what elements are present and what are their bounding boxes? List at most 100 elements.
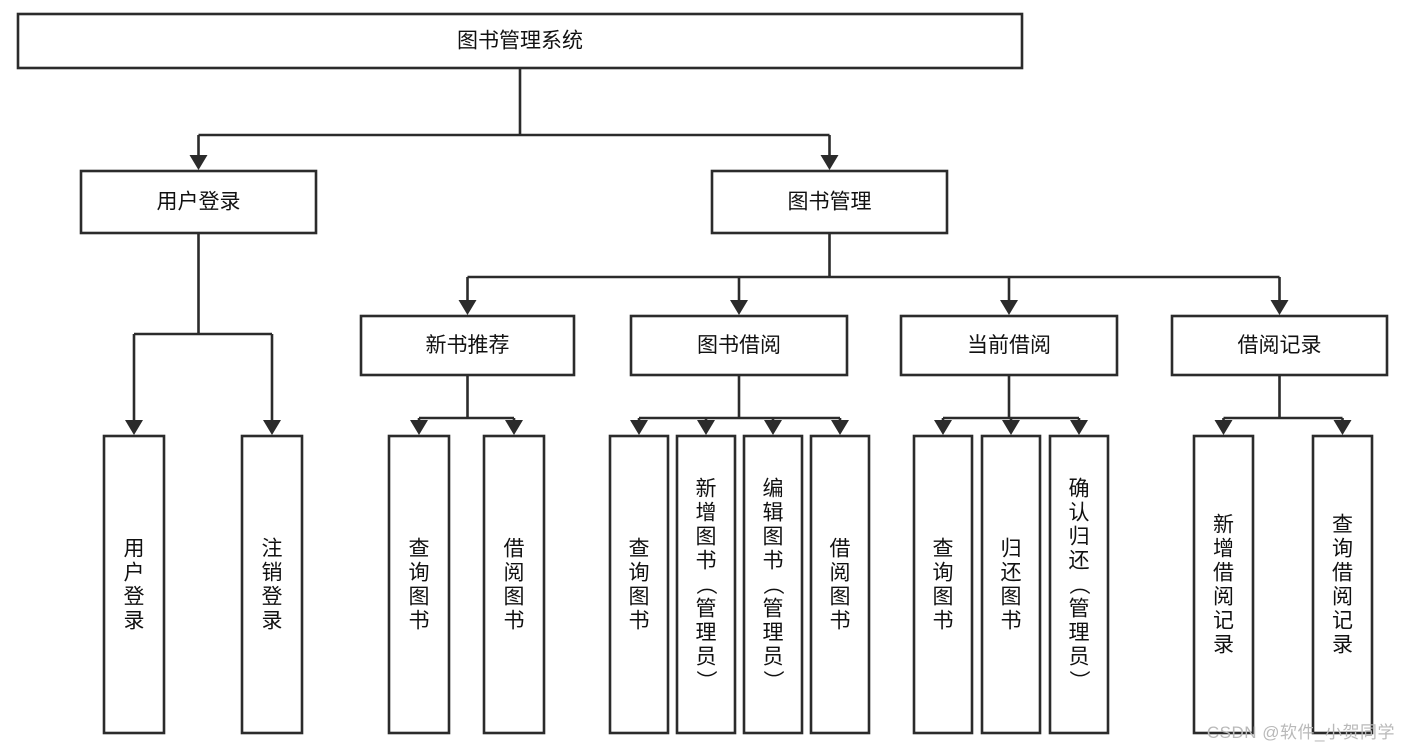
node-box-leaf-borrow-book-1: [482, 434, 546, 735]
node-box-leaf-borrow-book-2: [809, 434, 871, 735]
node-box-leaf-query-book-1: [387, 434, 451, 735]
node-label-char: 登: [124, 586, 145, 609]
node-box-leaf-add-record: [1192, 434, 1255, 735]
arrow-head-icon: [505, 420, 523, 435]
node-root[interactable]: 图书管理系统: [16, 12, 1024, 70]
node-label-book-management: 图书管理: [788, 191, 872, 214]
node-label-char: （: [694, 574, 717, 595]
node-label-char: 新: [696, 478, 717, 501]
node-label-char: 查: [933, 538, 954, 561]
node-book-management[interactable]: 图书管理: [710, 169, 949, 235]
node-new-book-recommend[interactable]: 新书推荐: [359, 314, 576, 377]
node-label-char: 图: [933, 586, 954, 609]
arrow-head-icon: [1333, 420, 1352, 435]
node-label-user-login: 用户登录: [157, 191, 241, 214]
node-box-leaf-user-logout: [240, 434, 304, 735]
node-label-char: 增: [1213, 538, 1234, 561]
node-label-char: 员: [1069, 646, 1090, 669]
node-box-book-borrow: [629, 314, 849, 377]
node-label-char: 录: [1332, 634, 1353, 657]
arrow-head-icon: [458, 300, 477, 315]
node-label-new-book-recommend: 新书推荐: [426, 334, 510, 357]
node-box-leaf-return-book: [980, 434, 1042, 735]
node-book-borrow[interactable]: 图书借阅: [629, 314, 849, 377]
node-label-char: 增: [696, 502, 717, 525]
node-label-char: 图: [504, 586, 525, 609]
node-box-leaf-query-book-2: [608, 434, 670, 735]
arrow-head-icon: [630, 420, 648, 435]
edge-group-root: [189, 68, 839, 170]
node-leaf-user-login[interactable]: 用户登录: [102, 434, 166, 735]
node-label-char: 书: [830, 610, 851, 633]
node-label-char: 书: [696, 550, 717, 573]
node-user-login[interactable]: 用户登录: [79, 169, 318, 235]
node-label-char: 还: [1001, 562, 1022, 585]
node-label-char: 图: [409, 586, 430, 609]
node-box-leaf-edit-book: [742, 434, 804, 735]
node-label-char: ）: [1067, 670, 1090, 691]
node-label-char: 阅: [1332, 586, 1353, 609]
node-label-char: 询: [409, 562, 430, 585]
node-label-char: 书: [933, 610, 954, 633]
node-box-new-book-recommend: [359, 314, 576, 377]
node-label-char: 归: [1001, 538, 1022, 561]
node-label-char: 图: [629, 586, 650, 609]
arrow-head-icon: [1270, 300, 1289, 315]
node-label-char: 查: [629, 538, 650, 561]
node-label-char: 询: [933, 562, 954, 585]
node-label-char: 录: [1213, 634, 1234, 657]
edge-group-book-management: [458, 233, 1289, 315]
node-label-char: 管: [763, 598, 784, 621]
node-label-char: 图: [1001, 586, 1022, 609]
node-box-leaf-query-book-3: [912, 434, 974, 735]
node-label-char: 归: [1069, 526, 1090, 549]
arrow-head-icon: [189, 155, 208, 170]
node-label-char: （: [761, 574, 784, 595]
node-label-root: 图书管理系统: [457, 30, 583, 53]
node-label-char: 管: [1069, 598, 1090, 621]
node-box-root: [16, 12, 1024, 70]
node-label-char: 管: [696, 598, 717, 621]
node-label-char: 用: [124, 538, 145, 561]
arrow-head-icon: [263, 420, 281, 435]
node-label-char: 认: [1069, 502, 1090, 525]
node-label-char: 理: [763, 622, 784, 645]
node-label-char: 员: [763, 646, 784, 669]
node-borrow-record[interactable]: 借阅记录: [1170, 314, 1389, 377]
node-label-book-borrow: 图书借阅: [697, 334, 781, 357]
node-current-borrow[interactable]: 当前借阅: [899, 314, 1119, 377]
node-label-char: 借: [504, 538, 525, 561]
connector-layer: [125, 68, 1352, 435]
node-label-char: 录: [124, 610, 145, 633]
node-label-char: 图: [763, 526, 784, 549]
arrow-head-icon: [730, 300, 748, 315]
arrow-head-icon: [831, 420, 849, 435]
edge-group-user-login: [125, 233, 281, 435]
node-label-char: 新: [1213, 514, 1234, 537]
node-label-char: 图: [696, 526, 717, 549]
node-box-leaf-add-book: [675, 434, 737, 735]
node-label-char: 图: [830, 586, 851, 609]
arrow-head-icon: [1000, 300, 1018, 315]
node-box-leaf-user-login: [102, 434, 166, 735]
node-box-user-login: [79, 169, 318, 235]
node-label-char: 理: [1069, 622, 1090, 645]
watermark-label: CSDN @软件_小贺同学: [1206, 723, 1395, 742]
node-label-char: 书: [1001, 610, 1022, 633]
node-label-char: 借: [1213, 562, 1234, 585]
arrow-head-icon: [1002, 420, 1020, 435]
